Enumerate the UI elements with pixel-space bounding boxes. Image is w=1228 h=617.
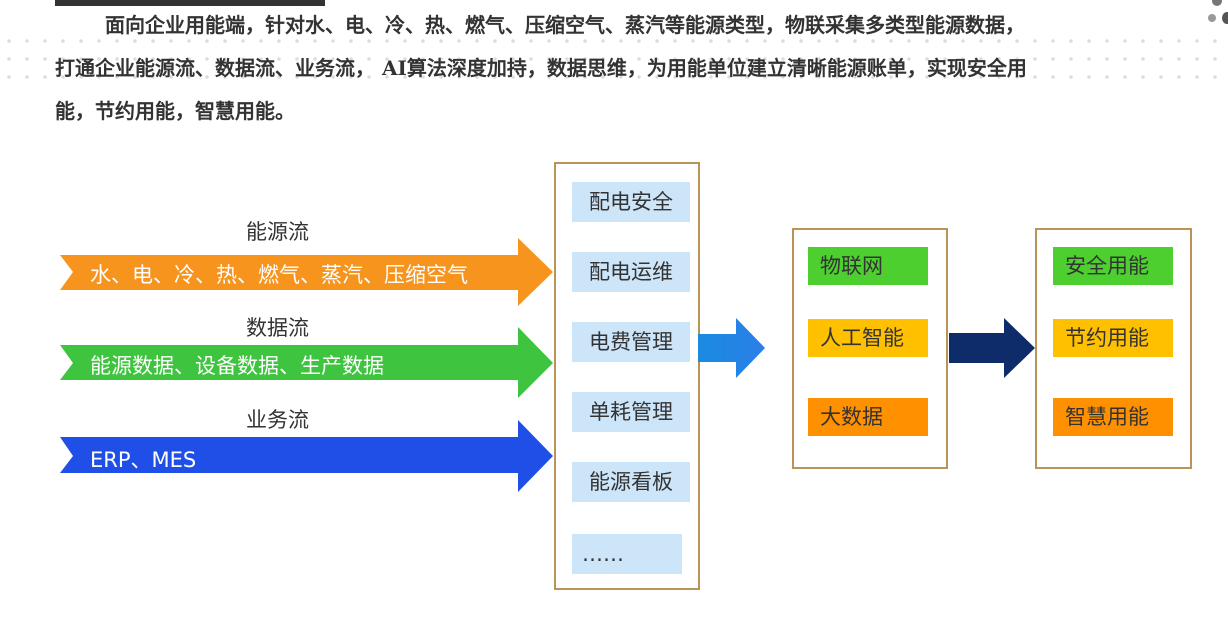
- flow-title: 数据流: [246, 316, 309, 340]
- flow-arrows: [60, 238, 553, 492]
- dark-arrow: [949, 318, 1035, 378]
- module-item: 配电安全: [572, 182, 690, 222]
- outcome-item: 安全用能: [1053, 247, 1173, 285]
- energy-flow-arrow: [60, 238, 553, 306]
- outcome-item: 智慧用能: [1053, 398, 1173, 436]
- tech-item: 大数据: [808, 398, 928, 436]
- flow-title: 能源流: [246, 220, 309, 244]
- intro-line: 打通企业能源流、数据流、业务流， AI算法深度加持，数据思维，为用能单位建立清晰…: [55, 56, 1027, 80]
- modules-box: 配电安全 配电运维 电费管理 单耗管理 能源看板 ……: [554, 162, 700, 590]
- flow-text: ERP、MES: [90, 448, 197, 472]
- business-flow-arrow: [60, 420, 553, 492]
- module-item-more: ……: [572, 534, 682, 574]
- tech-item: 人工智能: [808, 319, 928, 357]
- outcome-item: 节约用能: [1053, 319, 1173, 357]
- section-heading-cutoff: [55, 0, 325, 6]
- flow-text: 水、电、冷、热、燃气、蒸汽、压缩空气: [90, 263, 468, 287]
- mid-arrow: [698, 318, 765, 378]
- module-item: 单耗管理: [572, 392, 690, 432]
- module-item: 电费管理: [572, 322, 690, 362]
- flow-title: 业务流: [246, 408, 309, 432]
- decor-dot: [1212, 0, 1222, 6]
- module-item: 能源看板: [572, 462, 690, 502]
- outcomes-box: 安全用能 节约用能 智慧用能: [1035, 228, 1192, 469]
- decor-dot: [1208, 14, 1216, 22]
- decor-dot: [1222, 12, 1228, 24]
- module-item: 配电运维: [572, 252, 690, 292]
- tech-box: 物联网 人工智能 大数据: [792, 228, 948, 469]
- intro-line: 能，节约用能，智慧用能。: [55, 99, 295, 123]
- flow-text: 能源数据、设备数据、生产数据: [90, 354, 384, 378]
- intro-line: 面向企业用能端，针对水、电、冷、热、燃气、压缩空气、蒸汽等能源类型，物联采集多类…: [105, 13, 1025, 37]
- data-flow-arrow: [60, 327, 553, 398]
- intro-paragraph: 面向企业用能端，针对水、电、冷、热、燃气、压缩空气、蒸汽等能源类型，物联采集多类…: [55, 4, 1200, 133]
- tech-item: 物联网: [808, 247, 928, 285]
